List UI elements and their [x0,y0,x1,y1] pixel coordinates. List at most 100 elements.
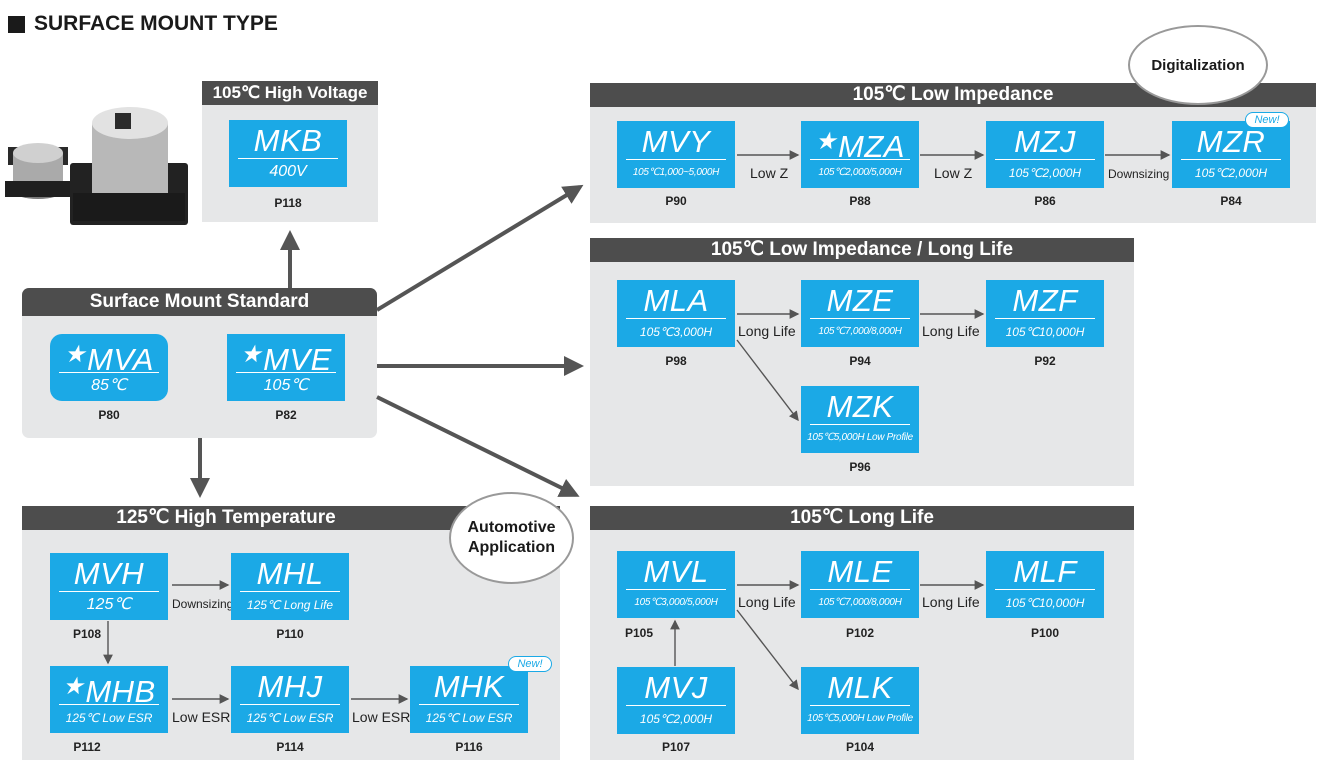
product-name: ★MVE [227,337,345,378]
page-ref-mlk[interactable]: P104 [845,740,875,754]
product-spec: 105℃7,000/8,000H [818,326,902,337]
card-divider [995,159,1095,160]
card-mva[interactable]: ★MVA 85℃ [50,334,168,401]
product-name: ★MHB [50,669,168,710]
arrow-standard-to-long-life [376,395,580,497]
card-mkb[interactable]: MKB 400V [229,120,347,187]
card-mza[interactable]: ★MZA 105℃2,000/5,000H [801,121,919,188]
star-icon: ★ [240,341,263,368]
card-divider [810,159,910,160]
product-name: MLF [1013,554,1077,589]
card-divider [626,589,726,590]
page-ref-mvj[interactable]: P107 [661,740,691,754]
product-spec: 105℃3,000/5,000H [634,597,718,608]
card-mzk[interactable]: MZK 105℃5,000H Low Profile [801,386,919,453]
card-mve[interactable]: ★MVE 105℃ [227,334,345,401]
product-name: MKB [253,123,323,158]
card-mzf[interactable]: MZF 105℃10,000H [986,280,1104,347]
digitalization-text: Digitalization [1151,56,1245,74]
label-low-z-1: Low Z [750,165,789,181]
page-ref-mzr[interactable]: P84 [1220,194,1242,208]
product-spec: 105℃5,000H Low Profile [807,713,913,724]
label-long-life-1: Long Life [738,323,796,339]
page-ref-mkb[interactable]: P118 [274,196,302,210]
card-divider [240,591,340,592]
new-badge-mhk: New! [508,656,552,672]
card-divider [236,372,336,373]
product-spec: 125℃ [86,596,132,613]
page-ref-mvh[interactable]: P108 [72,627,102,641]
page-ref-mvl[interactable]: P105 [624,626,654,640]
arrow-standard-to-low-impedance [375,184,584,312]
product-name: MHL [256,556,324,591]
product-name: MZF [1012,283,1078,318]
card-mle[interactable]: MLE 105℃7,000/8,000H [801,551,919,618]
product-spec: 105℃10,000H [1005,596,1085,610]
product-name: MVY [641,124,711,159]
page-ref-mhl[interactable]: P110 [276,627,304,641]
page-ref-mle[interactable]: P102 [845,626,875,640]
card-divider [626,318,726,319]
label-low-esr-1: Low ESR [172,709,231,725]
card-divider [626,705,726,706]
page-ref-mva[interactable]: P80 [98,408,120,422]
automotive-text-line1: Automotive [467,519,556,536]
product-name: MZE [826,283,894,318]
card-mhj[interactable]: MHJ 125℃ Low ESR [231,666,349,733]
label-downsizing-1: Downsizing [1108,167,1170,181]
card-mlk[interactable]: MLK 105℃5,000H Low Profile [801,667,919,734]
product-name: ★MZA [801,124,919,165]
large-capacitor-icon [70,107,188,225]
card-divider [995,318,1095,319]
page-ref-mlf[interactable]: P100 [1030,626,1060,640]
page-ref-mhj[interactable]: P114 [276,740,304,754]
product-name-text: MVA [87,342,154,377]
product-spec: 125℃ Low ESR [246,711,334,725]
page-ref-mvy[interactable]: P90 [665,194,687,208]
card-mhb[interactable]: ★MHB 125℃ Low ESR [50,666,168,733]
card-mhl[interactable]: MHL 125℃ Long Life [231,553,349,620]
page-ref-mla[interactable]: P98 [665,354,687,368]
panel-long-life-header: 105℃ Long Life [590,506,1134,530]
product-spec: 105℃2,000H [1194,166,1268,180]
product-name: MZR [1196,124,1266,159]
card-mlf[interactable]: MLF 105℃10,000H [986,551,1104,618]
card-mvj[interactable]: MVJ 105℃2,000H [617,667,735,734]
label-low-esr-2: Low ESR [352,709,411,725]
page-ref-mzk[interactable]: P96 [849,460,871,474]
star-icon: ★ [815,128,838,155]
card-mla[interactable]: MLA 105℃3,000H [617,280,735,347]
card-divider [238,158,338,159]
page-ref-mze[interactable]: P94 [849,354,871,368]
page-ref-mhk[interactable]: P116 [455,740,483,754]
page-ref-mza[interactable]: P88 [849,194,871,208]
card-mvy[interactable]: MVY 105℃1,000~5,000H [617,121,735,188]
product-spec: 105℃2,000H [1008,166,1082,180]
card-mze[interactable]: MZE 105℃7,000/8,000H [801,280,919,347]
product-name: MZJ [1014,124,1076,159]
card-mzr[interactable]: MZR 105℃2,000H [1172,121,1290,188]
card-divider [59,372,159,373]
panel-high-voltage-header: 105℃ High Voltage [202,81,378,105]
page-ref-mhb[interactable]: P112 [73,740,101,754]
product-name: MLE [827,554,893,589]
product-name: MLA [643,283,709,318]
page-ref-mzf[interactable]: P92 [1034,354,1056,368]
label-low-z-2: Low Z [934,165,973,181]
card-mzj[interactable]: MZJ 105℃2,000H [986,121,1104,188]
capacitor-product-image [5,107,188,225]
card-divider [1181,159,1281,160]
automotive-application-badge: Automotive Application [449,492,574,584]
card-mhk[interactable]: MHK 125℃ Low ESR [410,666,528,733]
product-name: MHJ [257,669,323,704]
card-divider [240,704,340,705]
product-spec: 105℃5,000H Low Profile [807,432,913,443]
page-ref-mve[interactable]: P82 [275,408,297,422]
title-square-icon [8,15,25,33]
product-name-text: MHB [85,674,156,709]
card-mvl[interactable]: MVL 105℃3,000/5,000H [617,551,735,618]
product-spec: 125℃ Low ESR [65,711,153,725]
card-mvh[interactable]: MVH 125℃ [50,553,168,620]
product-name: MZK [826,389,894,424]
page-ref-mzj[interactable]: P86 [1034,194,1056,208]
